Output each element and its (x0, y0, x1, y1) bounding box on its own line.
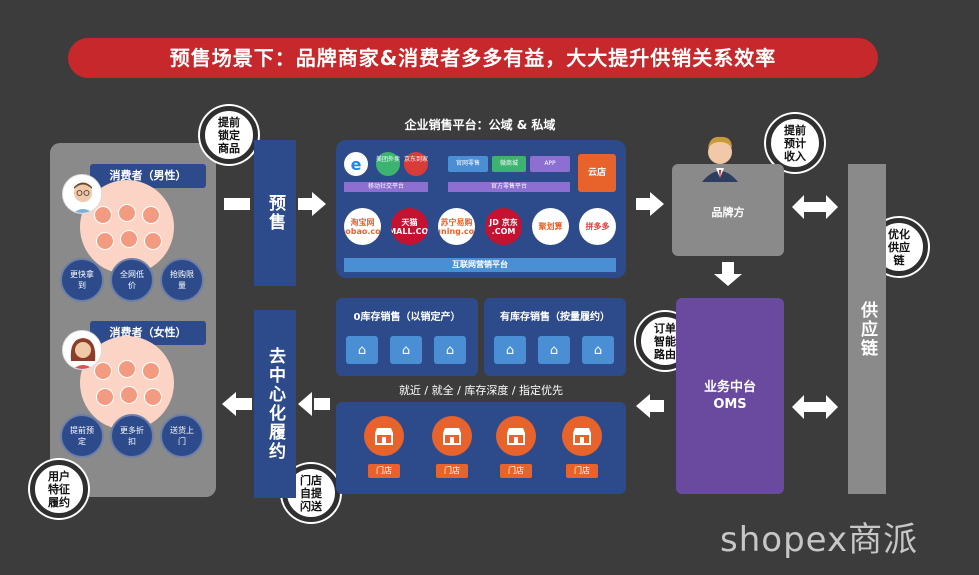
arrow-left-icon (222, 392, 236, 416)
meituan-chip: 美团外卖 (376, 152, 400, 176)
official-retail-chip: 官网零售 (448, 156, 488, 172)
platform-title: 企业销售平台：公域 & 私域 (404, 118, 556, 132)
store-label: 门店 (566, 464, 598, 478)
person-icon (142, 206, 160, 224)
warehouse-icon: ⌂ (494, 336, 526, 364)
arrow-left-icon (298, 392, 312, 416)
store-icon (364, 416, 404, 456)
juhuasuan-logo: 聚划算 (532, 208, 569, 245)
arrow-shaft (650, 400, 664, 412)
arrow-shaft (298, 198, 312, 210)
store-label: 门店 (500, 464, 532, 478)
mobile-social-label: 移动社交平台 (344, 182, 428, 192)
benefit-badge: 提前预定 (60, 414, 104, 458)
arrow-shaft (636, 198, 650, 210)
tmall-logo: 天猫 TMALL.COM (391, 208, 428, 245)
jd-daojia-chip: 京东到家 (404, 152, 428, 176)
arrow-shaft (722, 262, 734, 274)
oms-box: 业务中台 OMS (676, 298, 784, 494)
person-icon (118, 360, 136, 378)
warehouse-icon: ⌂ (346, 336, 378, 364)
supply-chain-bar: 供应链 (848, 164, 886, 494)
store-label: 门店 (436, 464, 468, 478)
arrow-shaft (314, 398, 330, 410)
double-arrow-icon (792, 195, 838, 219)
warehouse-icon: ⌂ (538, 336, 570, 364)
jd-logo: JD 京东 .COM (485, 208, 522, 245)
person-icon (94, 206, 112, 224)
female-avatar (62, 330, 102, 370)
benefit-badge: 送货上门 (160, 414, 204, 458)
pinduoduo-logo: 拼多多 (579, 208, 616, 245)
warehouse-icon: ⌂ (582, 336, 614, 364)
internet-marketing-label: 互联网营销平台 (344, 258, 616, 272)
arrow-shaft (224, 198, 250, 210)
callout-lock-goods: 提前锁定商品 (200, 106, 258, 164)
store-icon (562, 416, 602, 456)
benefit-badge: 更快拿到 (60, 258, 104, 302)
official-retail-label: 官方零售平台 (448, 182, 570, 192)
businessman-avatar (698, 130, 742, 182)
page-title: 预售场景下：品牌商家&消费者多多有益，大大提升供销关系效率 (68, 38, 878, 78)
male-avatar (62, 174, 102, 214)
suning-logo: 苏宁易购 suning.com (438, 208, 475, 245)
benefit-badge: 抢购限量 (160, 258, 204, 302)
arrow-shaft (236, 398, 252, 410)
benefit-badge: 更多折扣 (110, 414, 154, 458)
arrow-down-icon (714, 274, 742, 286)
person-icon (96, 388, 114, 406)
person-icon (94, 362, 112, 380)
person-icon (144, 232, 162, 250)
cloud-store-chip: 云店 (578, 154, 616, 192)
micro-mall-chip: 微商城 (492, 156, 526, 172)
person-icon (144, 388, 162, 406)
arrow-left-icon (636, 394, 650, 418)
warehouse-icon: ⌂ (390, 336, 422, 364)
arrow-right-icon (650, 192, 664, 216)
person-icon (96, 232, 114, 250)
priority-text: 就近 / 就全 / 库存深度 / 指定优先 (398, 384, 564, 397)
store-icon (432, 416, 472, 456)
person-icon (120, 386, 138, 404)
zero-stock-title: 0库存销售（以销定产） (353, 312, 461, 323)
person-icon (120, 230, 138, 248)
benefit-badge: 全网低价 (110, 258, 154, 302)
taobao-logo: 淘宝网 taobao.com (344, 208, 381, 245)
ele-icon: e (344, 152, 368, 176)
decentral-fulfillment-bar: 去中心化履约 (254, 310, 296, 498)
person-icon (118, 204, 136, 222)
warehouse-icon: ⌂ (434, 336, 466, 364)
person-icon (142, 362, 160, 380)
arrow-right-icon (312, 192, 326, 216)
brand-label: 品牌方 (711, 206, 745, 219)
double-arrow-icon (792, 395, 838, 419)
has-stock-title: 有库存销售（按量履约） (500, 312, 610, 323)
callout-user-feature: 用户特征履约 (30, 460, 88, 518)
callout-income: 提前预计收入 (766, 114, 824, 172)
store-icon (496, 416, 536, 456)
shopex-logo: shopex商派 (720, 520, 919, 560)
app-chip: APP (530, 156, 570, 172)
store-label: 门店 (368, 464, 400, 478)
presale-bar: 预售 (254, 140, 296, 286)
